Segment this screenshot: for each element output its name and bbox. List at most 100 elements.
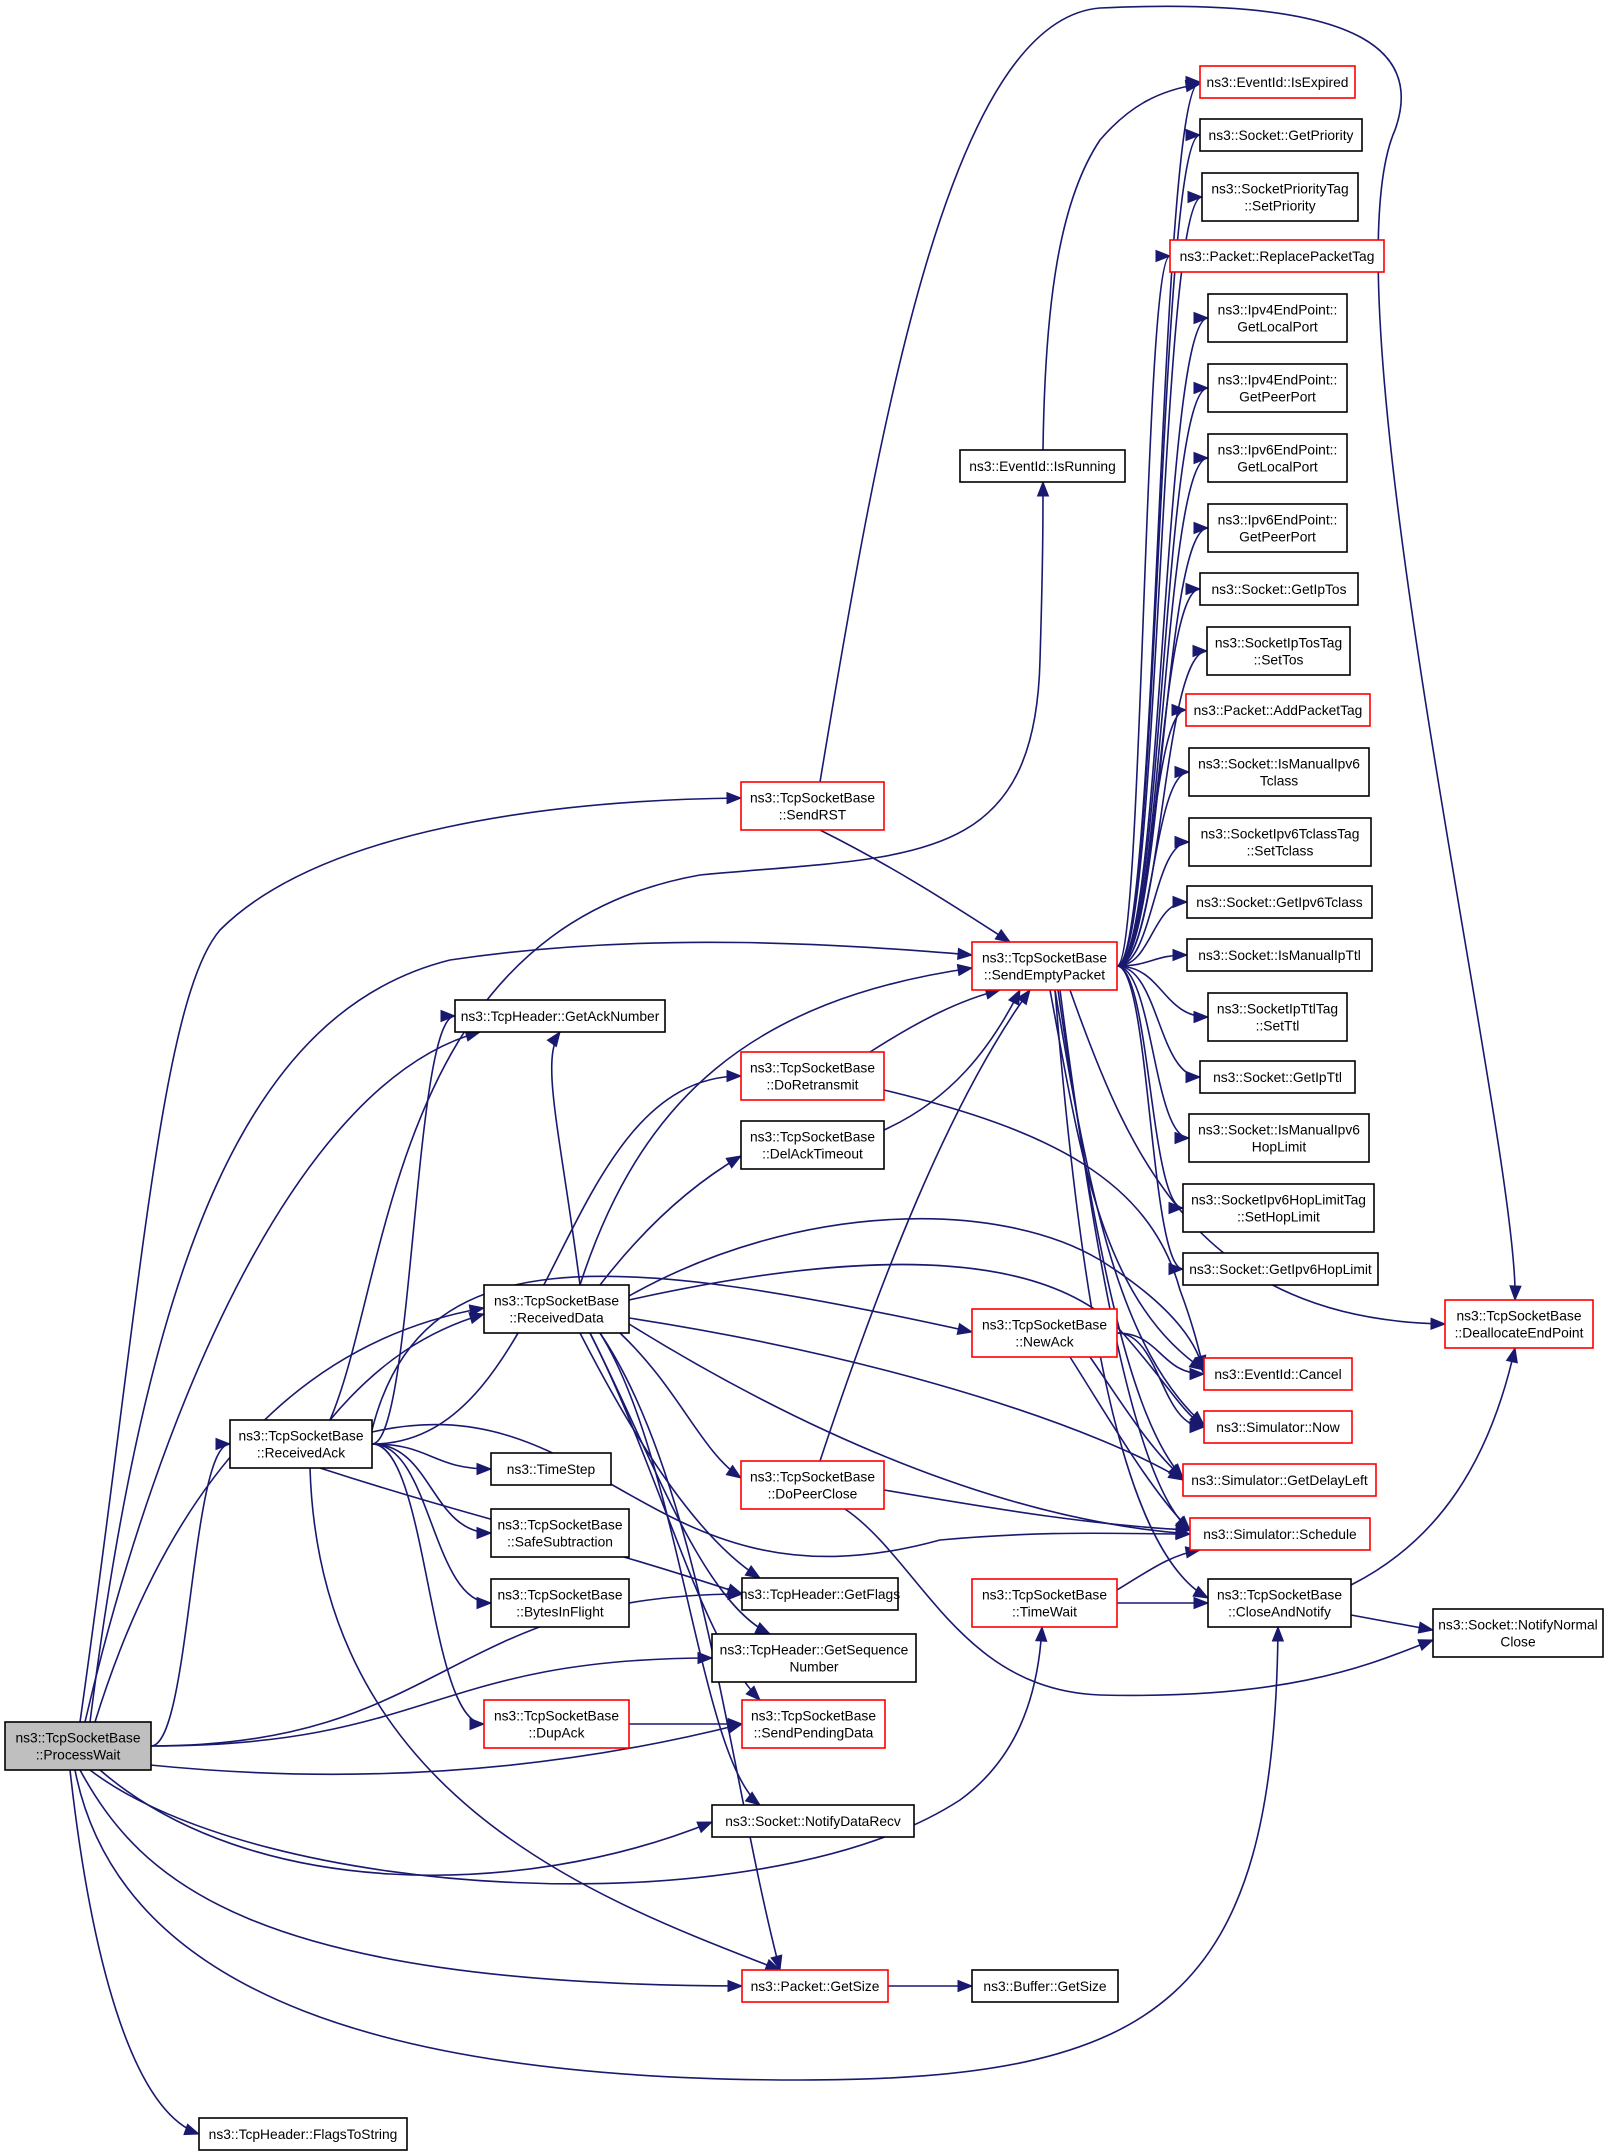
node-box[interactable] bbox=[490, 1508, 630, 1558]
node-bytes-in-flight[interactable]: ns3::TcpSocketBase::BytesInFlight bbox=[490, 1578, 630, 1628]
node-box[interactable] bbox=[4, 1721, 152, 1771]
node-box[interactable] bbox=[198, 2117, 408, 2151]
node-box[interactable] bbox=[1199, 65, 1356, 99]
node-box[interactable] bbox=[1432, 1608, 1604, 1658]
node-box[interactable] bbox=[1189, 1517, 1371, 1551]
node-simulator-now[interactable]: ns3::Simulator::Now bbox=[1203, 1410, 1353, 1444]
node-box[interactable] bbox=[1169, 239, 1385, 273]
node-box[interactable] bbox=[1186, 938, 1373, 972]
node-box[interactable] bbox=[740, 1460, 885, 1510]
node-box[interactable] bbox=[740, 1051, 885, 1101]
node-box[interactable] bbox=[1186, 885, 1373, 919]
node-box[interactable] bbox=[454, 999, 666, 1033]
node-is-running[interactable]: ns3::EventId::IsRunning bbox=[959, 449, 1126, 483]
node-box[interactable] bbox=[1207, 293, 1348, 343]
node-box[interactable] bbox=[741, 1969, 889, 2003]
node-is-expired[interactable]: ns3::EventId::IsExpired bbox=[1199, 65, 1356, 99]
node-box[interactable] bbox=[1182, 1463, 1377, 1497]
node-get-ip-tos[interactable]: ns3::Socket::GetIpTos bbox=[1199, 572, 1359, 606]
node-box[interactable] bbox=[483, 1284, 630, 1334]
node-box[interactable] bbox=[229, 1419, 373, 1469]
node-box[interactable] bbox=[1199, 118, 1363, 152]
node-get-delay-left[interactable]: ns3::Simulator::GetDelayLeft bbox=[1182, 1463, 1377, 1497]
node-event-id-cancel[interactable]: ns3::EventId::Cancel bbox=[1203, 1357, 1353, 1391]
node-box[interactable] bbox=[1444, 1299, 1594, 1349]
node-buffer-get-size[interactable]: ns3::Buffer::GetSize bbox=[971, 1969, 1119, 2003]
node-set-tclass[interactable]: ns3::SocketIpv6TclassTag::SetTclass bbox=[1188, 817, 1372, 867]
node-box[interactable] bbox=[1199, 572, 1359, 606]
node-replace-packet-tag[interactable]: ns3::Packet::ReplacePacketTag bbox=[1169, 239, 1385, 273]
node-box[interactable] bbox=[971, 1578, 1118, 1628]
node-schedule[interactable]: ns3::Simulator::Schedule bbox=[1189, 1517, 1371, 1551]
node-set-hop-limit[interactable]: ns3::SocketIpv6HopLimitTag::SetHopLimit bbox=[1182, 1183, 1375, 1233]
node-box[interactable] bbox=[741, 1577, 899, 1611]
node-set-priority[interactable]: ns3::SocketPriorityTag::SetPriority bbox=[1201, 172, 1359, 222]
node-received-ack[interactable]: ns3::TcpSocketBase::ReceivedAck bbox=[229, 1419, 373, 1469]
node-box[interactable] bbox=[1207, 1578, 1352, 1628]
node-tcp-get-flags[interactable]: ns3::TcpHeader::GetFlags bbox=[740, 1577, 900, 1611]
node-box[interactable] bbox=[971, 1308, 1118, 1358]
node-box[interactable] bbox=[490, 1578, 630, 1628]
node-box[interactable] bbox=[1203, 1410, 1353, 1444]
node-do-retransmit[interactable]: ns3::TcpSocketBase::DoRetransmit bbox=[740, 1051, 885, 1101]
node-box[interactable] bbox=[1201, 172, 1359, 222]
node-box[interactable] bbox=[741, 1699, 886, 1749]
node-send-empty-packet[interactable]: ns3::TcpSocketBase::SendEmptyPacket bbox=[971, 941, 1118, 991]
node-is-manual-ip-ttl[interactable]: ns3::Socket::IsManualIpTtl bbox=[1186, 938, 1373, 972]
node-box[interactable] bbox=[740, 1120, 885, 1170]
node-ipv6-get-local-port[interactable]: ns3::Ipv6EndPoint::GetLocalPort bbox=[1207, 433, 1348, 483]
node-box[interactable] bbox=[971, 1969, 1119, 2003]
node-box[interactable] bbox=[971, 941, 1118, 991]
node-get-ipv6-tclass[interactable]: ns3::Socket::GetIpv6Tclass bbox=[1186, 885, 1373, 919]
node-close-and-notify[interactable]: ns3::TcpSocketBase::CloseAndNotify bbox=[1207, 1578, 1352, 1628]
node-box[interactable] bbox=[740, 781, 885, 831]
node-process-wait[interactable]: ns3::TcpSocketBase::ProcessWait bbox=[4, 1721, 152, 1771]
node-send-rst[interactable]: ns3::TcpSocketBase::SendRST bbox=[740, 781, 885, 831]
node-set-ttl[interactable]: ns3::SocketIpTtlTag::SetTtl bbox=[1207, 992, 1348, 1042]
node-box[interactable] bbox=[959, 449, 1126, 483]
node-send-pending-data[interactable]: ns3::TcpSocketBase::SendPendingData bbox=[741, 1699, 886, 1749]
node-get-ack-number[interactable]: ns3::TcpHeader::GetAckNumber bbox=[454, 999, 666, 1033]
node-box[interactable] bbox=[1207, 363, 1348, 413]
node-box[interactable] bbox=[1182, 1183, 1375, 1233]
node-ipv4-get-peer-port[interactable]: ns3::Ipv4EndPoint::GetPeerPort bbox=[1207, 363, 1348, 413]
node-box[interactable] bbox=[1207, 503, 1348, 553]
node-dup-ack[interactable]: ns3::TcpSocketBase::DupAck bbox=[483, 1699, 630, 1749]
node-box[interactable] bbox=[1182, 1252, 1379, 1286]
node-set-tos[interactable]: ns3::SocketIpTosTag::SetTos bbox=[1206, 626, 1351, 676]
node-box[interactable] bbox=[1207, 992, 1348, 1042]
node-packet-get-size[interactable]: ns3::Packet::GetSize bbox=[741, 1969, 889, 2003]
node-box[interactable] bbox=[711, 1633, 917, 1683]
node-box[interactable] bbox=[1185, 693, 1371, 727]
node-new-ack[interactable]: ns3::TcpSocketBase::NewAck bbox=[971, 1308, 1118, 1358]
node-box[interactable] bbox=[1188, 817, 1372, 867]
node-box[interactable] bbox=[1188, 1113, 1370, 1163]
node-get-ip-ttl[interactable]: ns3::Socket::GetIpTtl bbox=[1199, 1060, 1356, 1094]
node-box[interactable] bbox=[483, 1699, 630, 1749]
node-do-peer-close[interactable]: ns3::TcpSocketBase::DoPeerClose bbox=[740, 1460, 885, 1510]
node-get-priority[interactable]: ns3::Socket::GetPriority bbox=[1199, 118, 1363, 152]
node-ipv6-get-peer-port[interactable]: ns3::Ipv6EndPoint::GetPeerPort bbox=[1207, 503, 1348, 553]
node-received-data[interactable]: ns3::TcpSocketBase::ReceivedData bbox=[483, 1284, 630, 1334]
node-time-step[interactable]: ns3::TimeStep bbox=[490, 1452, 612, 1486]
node-deallocate-end-point[interactable]: ns3::TcpSocketBase::DeallocateEndPoint bbox=[1444, 1299, 1594, 1349]
node-box[interactable] bbox=[490, 1452, 612, 1486]
node-box[interactable] bbox=[1206, 626, 1351, 676]
node-safe-subtraction[interactable]: ns3::TcpSocketBase::SafeSubtraction bbox=[490, 1508, 630, 1558]
node-time-wait[interactable]: ns3::TcpSocketBase::TimeWait bbox=[971, 1578, 1118, 1628]
node-box[interactable] bbox=[711, 1804, 915, 1838]
node-notify-data-recv[interactable]: ns3::Socket::NotifyDataRecv bbox=[711, 1804, 915, 1838]
node-flags-to-string[interactable]: ns3::TcpHeader::FlagsToString bbox=[198, 2117, 408, 2151]
node-box[interactable] bbox=[1203, 1357, 1353, 1391]
node-box[interactable] bbox=[1188, 747, 1370, 797]
node-del-ack-timeout[interactable]: ns3::TcpSocketBase::DelAckTimeout bbox=[740, 1120, 885, 1170]
node-box[interactable] bbox=[1199, 1060, 1356, 1094]
node-add-packet-tag[interactable]: ns3::Packet::AddPacketTag bbox=[1185, 693, 1371, 727]
node-ipv4-get-local-port[interactable]: ns3::Ipv4EndPoint::GetLocalPort bbox=[1207, 293, 1348, 343]
node-get-ipv6-hop-limit[interactable]: ns3::Socket::GetIpv6HopLimit bbox=[1182, 1252, 1379, 1286]
node-box[interactable] bbox=[1207, 433, 1348, 483]
